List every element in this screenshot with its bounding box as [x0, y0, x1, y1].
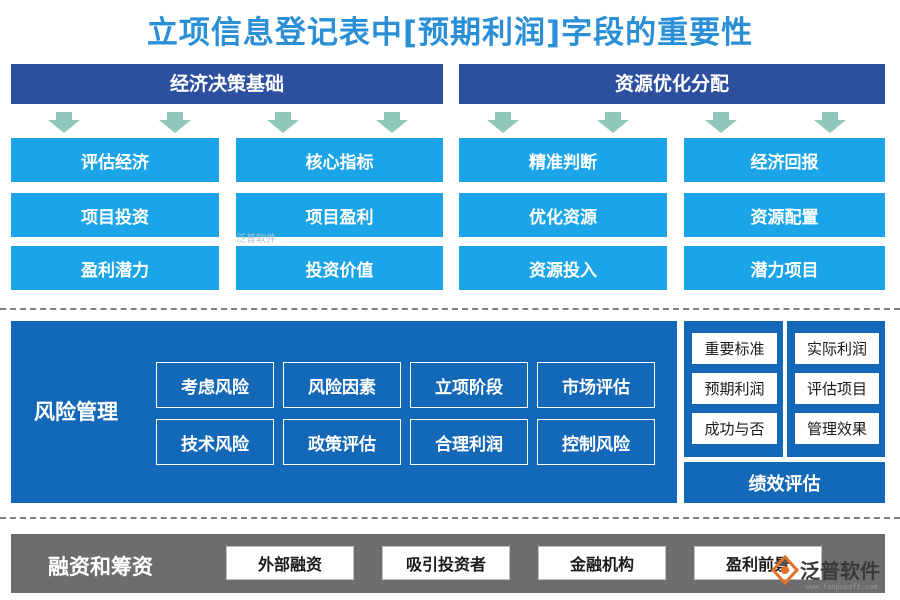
risk-management-panel	[11, 321, 677, 503]
page-title: 立项信息登记表中[预期利润]字段的重要性	[146, 15, 754, 51]
down-arrow-icon	[814, 112, 846, 133]
down-arrow-icon	[487, 112, 519, 133]
grid-cell: 评估经济	[11, 138, 219, 182]
separator-line	[0, 308, 900, 310]
finance-label: 融资和筹资	[48, 555, 153, 579]
grid-cell: 盈利潜力	[11, 246, 219, 290]
header-economic-basis: 经济决策基础	[11, 64, 443, 104]
grid-cell: 精准判断	[459, 138, 667, 182]
risk-item: 政策评估	[283, 419, 401, 465]
risk-management-label: 风险管理	[34, 400, 118, 424]
risk-item: 合理利润	[410, 419, 528, 465]
perf-item: 重要标准	[691, 332, 778, 365]
down-arrow-icon	[597, 112, 629, 133]
perf-item: 管理效果	[794, 412, 880, 445]
grid-cell: 资源投入	[459, 246, 667, 290]
grid-cell: 核心指标	[236, 138, 443, 182]
down-arrow-icon	[267, 112, 299, 133]
perf-item: 实际利润	[794, 332, 880, 365]
watermark-text: 泛普软件	[236, 234, 276, 245]
grid-cell: 项目投资	[11, 193, 219, 237]
brand-logo-icon	[770, 555, 800, 585]
grid-cell: 项目盈利	[236, 193, 443, 237]
perf-item: 评估项目	[794, 372, 880, 405]
grid-cell: 资源配置	[684, 193, 885, 237]
finance-item: 金融机构	[538, 546, 666, 580]
grid-cell: 潜力项目	[684, 246, 885, 290]
down-arrow-icon	[159, 112, 191, 133]
separator-line	[0, 517, 900, 519]
down-arrow-icon	[48, 112, 80, 133]
finance-item: 吸引投资者	[382, 546, 510, 580]
finance-item: 盈利前景	[694, 546, 822, 580]
perf-item: 成功与否	[691, 412, 778, 445]
grid-cell: 经济回报	[684, 138, 885, 182]
brand-logo-text: 泛普软件	[800, 559, 880, 583]
risk-item: 技术风险	[156, 419, 274, 465]
perf-item: 预期利润	[691, 372, 778, 405]
header-resource-allocation: 资源优化分配	[459, 64, 885, 104]
risk-item: 考虑风险	[156, 362, 274, 408]
down-arrow-icon	[705, 112, 737, 133]
performance-evaluation-label: 绩效评估	[684, 462, 885, 503]
brand-logo-url: www.fanpusoft.com	[806, 583, 878, 591]
down-arrow-icon	[376, 112, 408, 133]
grid-cell: 投资价值	[236, 246, 443, 290]
finance-item: 外部融资	[226, 546, 354, 580]
grid-cell: 优化资源	[459, 193, 667, 237]
risk-item: 立项阶段	[410, 362, 528, 408]
brand-logo: 泛普软件 www.fanpusoft.com	[770, 553, 894, 597]
risk-item: 风险因素	[283, 362, 401, 408]
risk-item: 市场评估	[537, 362, 655, 408]
risk-item: 控制风险	[537, 419, 655, 465]
